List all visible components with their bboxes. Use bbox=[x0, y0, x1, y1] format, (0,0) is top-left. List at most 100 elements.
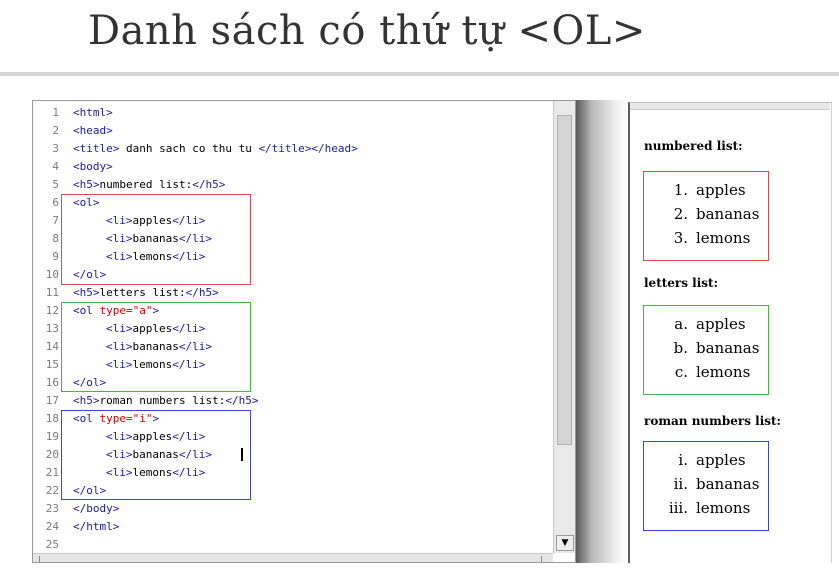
line-text: <html> bbox=[73, 106, 113, 119]
scroll-right-grip bbox=[541, 556, 542, 562]
line-number: 18 bbox=[45, 412, 59, 425]
code-line[interactable]: 9<li>lemons</li> bbox=[33, 248, 553, 266]
code-line[interactable]: 5<h5>numbered list:</h5> bbox=[33, 176, 553, 194]
arrow-down-icon[interactable]: ▼ bbox=[556, 535, 574, 551]
line-number: 6 bbox=[52, 196, 59, 209]
preview-toolbar bbox=[630, 103, 830, 110]
line-text: <li>bananas</li> bbox=[106, 340, 212, 353]
list-marker: c. bbox=[674, 363, 688, 381]
line-text: <li>apples</li> bbox=[106, 322, 206, 335]
line-text: </body> bbox=[73, 502, 120, 515]
line-text: <body> bbox=[73, 160, 113, 173]
line-text: <li>lemons</li> bbox=[106, 466, 206, 479]
code-line[interactable]: 16</ol> bbox=[33, 374, 553, 392]
list-item: i.apples bbox=[644, 448, 768, 472]
numbered-list-highlight-box bbox=[61, 194, 251, 285]
code-line[interactable]: 24 </html> bbox=[33, 518, 553, 536]
code-line[interactable]: 8 <li>bananas</li> bbox=[33, 230, 553, 248]
list-marker: 1. bbox=[673, 181, 688, 199]
line-number: 15 bbox=[45, 358, 59, 371]
code-line[interactable]: 4 <body> bbox=[33, 158, 553, 176]
code-editor[interactable]: 1<html> 2 <head> 3 <title> danh sach co th… bbox=[32, 100, 576, 563]
line-number: 2 bbox=[52, 124, 59, 137]
line-number: 14 bbox=[45, 340, 59, 353]
line-number: 7 bbox=[52, 214, 59, 227]
letters-list: a.apples b. bananas c. lemons bbox=[644, 312, 768, 384]
line-number: 4 bbox=[52, 160, 59, 173]
line-number: 20 bbox=[45, 448, 59, 461]
list-marker: iii. bbox=[668, 499, 688, 517]
slide-title: Danh sách có thứ tự <OL> bbox=[88, 8, 646, 54]
line-text: </ol> bbox=[73, 484, 107, 497]
letters-list-box: a.apples b. bananas c. lemons bbox=[643, 305, 769, 395]
panel-separator bbox=[576, 100, 628, 563]
list-item: iii.lemons bbox=[644, 496, 768, 520]
line-number: 17 bbox=[45, 394, 59, 407]
vertical-scrollbar[interactable]: ▼ bbox=[553, 101, 575, 553]
code-line[interactable]: 6 <ol> bbox=[33, 194, 553, 212]
line-number: 8 bbox=[52, 232, 59, 245]
line-text: <li>apples</li> bbox=[106, 430, 206, 443]
line-text: <title> danh sach co thu tu </title></he… bbox=[73, 142, 358, 155]
line-text: <li>bananas</li> bbox=[106, 232, 212, 245]
list-item: 2.bananas bbox=[644, 202, 768, 226]
scrollbar-thumb[interactable] bbox=[557, 115, 572, 445]
code-line[interactable]: 15 <li>lemons</li> bbox=[33, 356, 553, 374]
code-line[interactable]: 12 <ol type="a"> bbox=[33, 302, 553, 320]
list-item-label: lemons bbox=[696, 363, 751, 381]
code-line[interactable]: 21 <li>lemons</li> bbox=[33, 464, 553, 482]
roman-list: i.apples ii.bananas iii.lemons bbox=[644, 448, 768, 520]
numbered-list-box: 1.apples 2.bananas 3.lemons bbox=[643, 171, 769, 261]
browser-preview: numbered list: 1.apples 2.bananas 3.lemo… bbox=[628, 102, 832, 563]
code-line[interactable]: 17<h5>roman numbers list:</h5> bbox=[33, 392, 553, 410]
scroll-left-grip bbox=[39, 556, 40, 562]
code-line[interactable]: 3 <title> danh sach co thu tu </title></h… bbox=[33, 140, 553, 158]
line-text: <ol type="a"> bbox=[73, 304, 160, 317]
code-line[interactable]: 7<li>apples</li> bbox=[33, 212, 553, 230]
code-line[interactable]: 18<ol type="i"> bbox=[33, 410, 553, 428]
list-item: a.apples bbox=[644, 312, 768, 336]
letters-list-heading: letters list: bbox=[644, 276, 719, 290]
line-number: 22 bbox=[45, 484, 59, 497]
code-line[interactable]: 2 <head> bbox=[33, 122, 553, 140]
code-line[interactable]: 20 <li>bananas</li> bbox=[33, 446, 553, 464]
line-text: <li>bananas</li> bbox=[106, 448, 212, 461]
list-item: c. lemons bbox=[644, 360, 768, 384]
line-number: 9 bbox=[52, 250, 59, 263]
code-line[interactable]: 14 <li>bananas</li> bbox=[33, 338, 553, 356]
line-text: </ol> bbox=[73, 268, 107, 281]
list-item-label: apples bbox=[696, 315, 746, 333]
code-line[interactable]: 22 </ol> bbox=[33, 482, 553, 500]
list-item-label: bananas bbox=[696, 475, 760, 493]
line-text: <li>lemons</li> bbox=[106, 358, 206, 371]
code-line[interactable]: 11<h5>letters list:</h5> bbox=[33, 284, 553, 302]
line-text: </html> bbox=[73, 520, 120, 533]
code-line[interactable]: 10 </ol> bbox=[33, 266, 553, 284]
horizontal-scrollbar[interactable] bbox=[33, 553, 553, 562]
list-item: 3.lemons bbox=[644, 226, 768, 250]
code-line[interactable]: 19<li>apples</li> bbox=[33, 428, 553, 446]
code-line[interactable]: 1<html> bbox=[33, 104, 553, 122]
line-number: 3 bbox=[52, 142, 59, 155]
code-line[interactable]: 25 bbox=[33, 536, 553, 554]
list-item-label: bananas bbox=[696, 339, 760, 357]
code-line[interactable]: 23</body> bbox=[33, 500, 553, 518]
line-number: 24 bbox=[45, 520, 59, 533]
roman-list-heading: roman numbers list: bbox=[644, 414, 781, 428]
line-text: <ol> bbox=[73, 196, 100, 209]
line-number: 10 bbox=[45, 268, 59, 281]
code-line[interactable]: 13<li>apples</li> bbox=[33, 320, 553, 338]
line-number: 21 bbox=[45, 466, 59, 479]
numbered-list: 1.apples 2.bananas 3.lemons bbox=[644, 178, 768, 250]
code-lines[interactable]: 1<html> 2 <head> 3 <title> danh sach co th… bbox=[33, 104, 553, 554]
line-number: 12 bbox=[45, 304, 59, 317]
title-divider bbox=[0, 72, 839, 76]
list-marker: 3. bbox=[673, 229, 688, 247]
numbered-list-heading: numbered list: bbox=[644, 139, 743, 153]
list-item-label: apples bbox=[696, 451, 746, 469]
line-text: <head> bbox=[73, 124, 113, 137]
list-marker: b. bbox=[673, 339, 688, 357]
line-number: 5 bbox=[52, 178, 59, 191]
letters-list-highlight-box bbox=[61, 302, 251, 392]
roman-list-highlight-box bbox=[61, 410, 251, 500]
